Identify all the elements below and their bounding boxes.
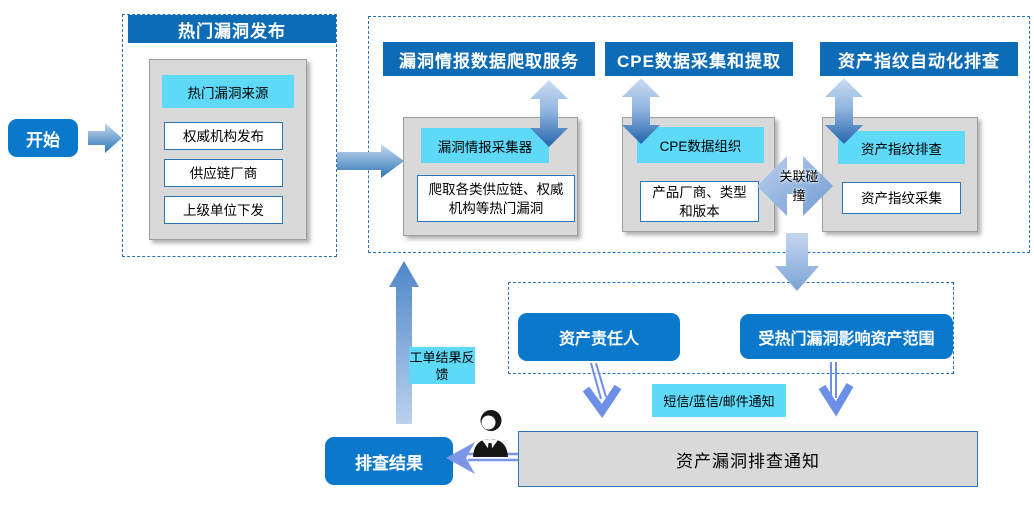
affected-asset-scope-node: 受热门漏洞影响资产范围: [740, 314, 953, 359]
asset-vuln-notice-bar: 资产漏洞排查通知: [518, 431, 978, 487]
hot-vuln-publish-title: 热门漏洞发布: [128, 15, 336, 43]
feedback-up-arrow-icon: [389, 261, 419, 424]
notify-targets-container: [508, 282, 954, 374]
cpe-section-title: CPE数据采集和提取: [605, 42, 793, 76]
source-item-authority: 权威机构发布: [164, 122, 283, 150]
cpe-organizer-label: CPE数据组织: [637, 127, 764, 163]
vuln-collector-label: 漏洞情报采集器: [421, 128, 549, 163]
check-result-node: 排查结果: [325, 437, 453, 485]
source-item-superior-unit: 上级单位下发: [164, 196, 283, 224]
hot-vuln-source-label: 热门漏洞来源: [162, 75, 294, 108]
fingerprint-section-title: 资产指纹自动化排查: [820, 42, 1018, 76]
person-icon: [471, 409, 509, 457]
hot-vuln-publish-container: [122, 14, 337, 257]
notify-channel-label: 短信/蓝信/邮件通知: [652, 384, 786, 417]
start-arrow-icon: [88, 123, 122, 153]
services-container: [368, 16, 1030, 253]
start-node: 开始: [8, 119, 78, 157]
workorder-feedback-label: 工单结果反馈: [409, 347, 475, 384]
cpe-desc-box: 产品厂商、类型和版本: [640, 181, 759, 222]
fingerprint-collect-box: 资产指纹采集: [842, 182, 961, 214]
fingerprint-check-label: 资产指纹排查: [838, 131, 965, 164]
source-item-supply-chain: 供应链厂商: [164, 159, 283, 187]
correlation-collision-label: 关联碰撞: [779, 169, 819, 203]
crawl-service-title: 漏洞情报数据爬取服务: [383, 42, 595, 76]
crawl-desc-box: 爬取各类供应链、权威机构等热门漏洞: [417, 175, 575, 222]
asset-owner-node: 资产责任人: [518, 313, 680, 361]
